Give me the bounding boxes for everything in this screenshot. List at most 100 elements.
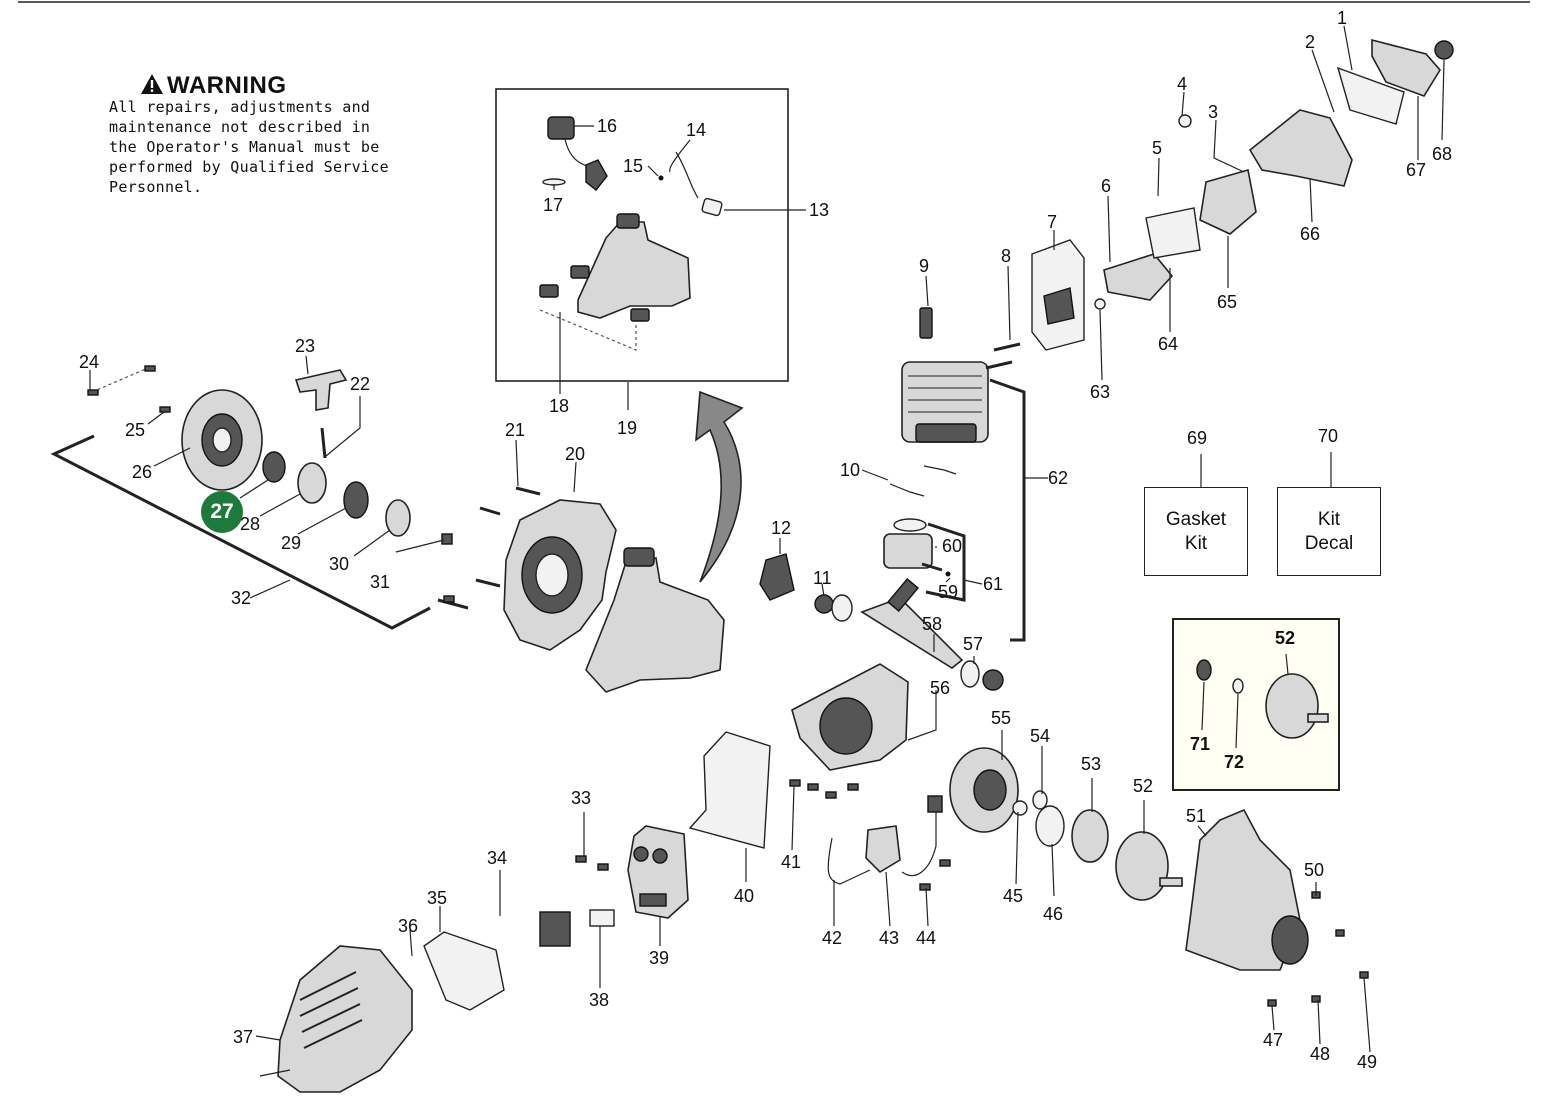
part-label-16: 16 (597, 116, 617, 136)
part-label-48: 48 (1310, 1044, 1330, 1064)
spring-coil (343, 481, 369, 519)
pawl-plate (385, 499, 411, 537)
part-label-23: 23 (295, 336, 315, 356)
part-label-5: 5 (1152, 138, 1162, 158)
part-label-61: 61 (983, 574, 1003, 594)
flywheel (949, 747, 1019, 833)
part-label-6: 6 (1101, 176, 1111, 196)
part-label-50: 50 (1304, 860, 1324, 880)
part-label-43: 43 (879, 928, 899, 948)
part-label-35: 35 (427, 888, 447, 908)
seal-11 (814, 594, 834, 614)
part-label-19: 19 (617, 418, 637, 438)
part-label-12: 12 (771, 518, 791, 538)
part-label-66: 66 (1300, 224, 1320, 244)
piston (883, 533, 933, 569)
crankcase (791, 663, 909, 771)
part-label-28: 28 (240, 514, 260, 534)
part-label-62: 62 (1048, 468, 1068, 488)
cylinder (901, 361, 989, 443)
part-label-17: 17 (543, 195, 563, 215)
inset-label-72: 72 (1224, 752, 1244, 772)
part-label-63: 63 (1090, 382, 1110, 402)
ignition-coil (865, 825, 901, 874)
part-label-45: 45 (1003, 886, 1023, 906)
starter-handle (294, 369, 348, 411)
part-label-18: 18 (549, 396, 569, 416)
part-label-39: 39 (649, 948, 669, 968)
part-label-41: 41 (781, 852, 801, 872)
part-label-42: 42 (822, 928, 842, 948)
part-label-68: 68 (1432, 144, 1452, 164)
part-label-37: 37 (233, 1027, 253, 1047)
piston-ring (893, 518, 927, 532)
part-label-49: 49 (1357, 1052, 1377, 1072)
bearing-57 (960, 660, 980, 688)
part-label-25: 25 (125, 420, 145, 440)
part-label-15: 15 (623, 156, 643, 176)
part-label-51: 51 (1186, 806, 1206, 826)
part-label-64: 64 (1158, 334, 1178, 354)
part-label-31: 31 (370, 572, 390, 592)
heat-shield (688, 731, 771, 849)
highlighted-part-badge: 27 (201, 491, 243, 533)
part-label-54: 54 (1030, 726, 1050, 746)
starter-bracket (50, 434, 431, 630)
clutch-drum-inset (1196, 659, 1329, 739)
carb-gasket (1145, 207, 1201, 259)
air-filter-cover (1371, 38, 1441, 97)
part-label-3: 3 (1208, 102, 1218, 122)
warning-title: WARNING (140, 72, 287, 100)
part-label-21: 21 (505, 420, 525, 440)
part-label-32: 32 (231, 588, 251, 608)
part-label-52: 52 (1133, 776, 1153, 796)
part-label-53: 53 (1081, 754, 1101, 774)
inset-label-71: 71 (1190, 734, 1210, 754)
warning-body: All repairs, adjustments and maintenance… (109, 98, 389, 196)
part-label-67: 67 (1406, 160, 1426, 180)
engine-housing (503, 499, 617, 651)
part-label-60: 60 (942, 536, 962, 556)
starter-housing (181, 389, 263, 491)
part-label-10: 10 (840, 460, 860, 480)
part-number-labels: 1 2 3 4 5 6 7 8 9 10 11 12 13 14 15 16 1… (79, 8, 1452, 1072)
part-label-47: 47 (1263, 1030, 1283, 1050)
fuel-tank (585, 547, 725, 693)
part-label-4: 4 (1177, 74, 1187, 94)
inset-label-52: 52 (1275, 628, 1295, 648)
clutch-drum (1115, 831, 1183, 901)
part-label-8: 8 (1001, 246, 1011, 266)
gasket-kit-box: Gasket Kit (1144, 487, 1248, 576)
part-label-2: 2 (1305, 32, 1315, 52)
clutch-53 (1071, 809, 1109, 863)
part-label-14: 14 (686, 120, 706, 140)
part-label-46: 46 (1043, 904, 1063, 924)
intake-adapter (1103, 253, 1174, 301)
fuel-tank-inset-frame (495, 88, 789, 382)
part-label-57: 57 (963, 634, 983, 654)
part-label-40: 40 (734, 886, 754, 906)
part-label-11: 11 (813, 568, 832, 588)
part-label-34: 34 (487, 848, 507, 868)
part-label-59: 59 (938, 582, 958, 602)
part-label-9: 9 (919, 256, 929, 276)
cover-knob (1434, 40, 1454, 60)
part-label-22: 22 (350, 374, 370, 394)
cylinder-bracket (989, 378, 1026, 642)
fuel-tank-inset (539, 116, 723, 351)
leader-lines (89, 25, 1445, 1077)
part-label-56: 56 (930, 678, 950, 698)
warning-title-text: WARNING (167, 72, 287, 99)
part-label-55: 55 (991, 708, 1011, 728)
part-label-24: 24 (79, 352, 99, 372)
part-label-30: 30 (329, 554, 349, 574)
warning-triangle-icon (141, 74, 163, 94)
part-label-33: 33 (571, 788, 591, 808)
air-filter (1336, 66, 1405, 125)
piston-bracket (925, 522, 966, 602)
decal-38 (589, 909, 615, 927)
part-label-38: 38 (589, 990, 609, 1010)
part-label-29: 29 (281, 533, 301, 553)
shroud-bracket (423, 931, 505, 1011)
